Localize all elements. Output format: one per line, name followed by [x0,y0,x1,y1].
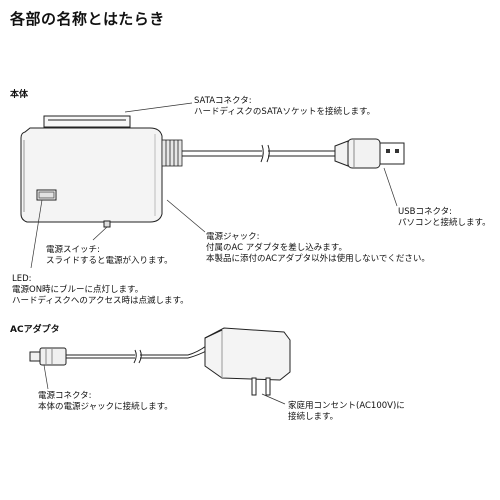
usb-connector-name: USBコネクタ: [398,207,452,217]
usb-connector-desc: パソコンと接続します。 [398,218,491,228]
section-ac-adapter: ACアダプタ [10,325,60,335]
ac-cable [66,345,209,364]
power-connector-name: 電源コネクタ: [38,391,92,401]
label-power-jack: 電源ジャック: 付属のAC アダプタを差し込みます。 本製品に添付のACアダプタ… [206,232,430,265]
usb-cable [182,144,335,163]
sata-connector-desc: ハードディスクのSATAソケットを接続します。 [194,107,376,117]
household-outlet-desc: 接続します。 [288,412,339,422]
power-jack-desc1: 付属のAC アダプタを差し込みます。 [206,243,347,253]
cable-strain-relief [161,139,183,167]
usb-plug [334,138,405,169]
section-main-body: 本体 [10,90,29,100]
led-desc1: 電源ON時にブルーに点灯します。 [12,285,144,295]
power-switch-name: 電源スイッチ: [46,245,100,255]
led-name: LED: [12,274,32,284]
label-household-outlet: 家庭用コンセント(AC100V)に 接続します。 [288,401,405,423]
power-jack-name: 電源ジャック: [206,232,260,242]
dc-plug [29,347,67,366]
label-usb-connector: USBコネクタ: パソコンと接続します。 [398,207,491,229]
label-power-switch: 電源スイッチ: スライドすると電源が入ります。 [46,245,173,267]
label-sata-connector: SATAコネクタ: ハードディスクのSATAソケットを接続します。 [194,96,375,118]
led-desc2: ハードディスクへのアクセス時は点滅します。 [12,296,189,306]
label-led: LED: 電源ON時にブルーに点灯します。 ハードディスクへのアクセス時は点滅し… [12,274,189,307]
household-outlet-name: 家庭用コンセント(AC100V)に [288,401,405,411]
power-switch-desc: スライドすると電源が入ります。 [46,256,173,266]
power-connector-desc: 本体の電源ジャックに接続します。 [38,402,173,412]
adapter-body [20,115,163,228]
sata-connector-name: SATAコネクタ: [194,96,252,106]
label-power-connector: 電源コネクタ: 本体の電源ジャックに接続します。 [38,391,173,413]
power-jack-desc2: 本製品に添付のACアダプタ以外は使用しないでください。 [206,254,430,264]
ac-adapter-box [204,327,291,396]
page-title: 各部の名称とはたらき [10,10,165,28]
leader-lines [30,102,398,405]
